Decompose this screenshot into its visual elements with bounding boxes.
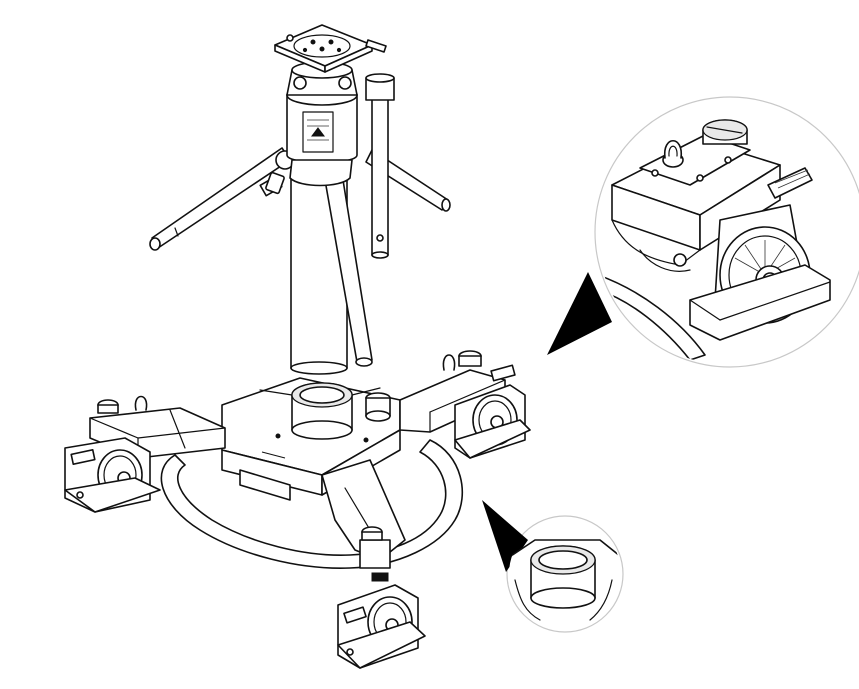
lower-callout-detail bbox=[509, 539, 621, 630]
mounting-plate bbox=[274, 24, 373, 67]
front-arm-label bbox=[371, 572, 389, 582]
zoom-eyebolt-loop bbox=[664, 140, 682, 159]
zoom-top-plate bbox=[639, 134, 751, 186]
right-brake-pedal bbox=[490, 364, 516, 382]
vertical-rod bbox=[371, 94, 389, 256]
head-label-plate bbox=[302, 111, 334, 153]
front-wheel-tray bbox=[337, 621, 426, 669]
tripod-head-assembly bbox=[149, 24, 451, 375]
upper-callout-pointer bbox=[547, 272, 612, 355]
left-eyebolt bbox=[134, 395, 148, 411]
front-arm-clamp bbox=[359, 539, 391, 569]
plate-lock-lever bbox=[365, 39, 387, 53]
dolly-base bbox=[64, 350, 531, 669]
hub-slot-plate bbox=[239, 469, 291, 501]
right-wheel-tray bbox=[454, 419, 531, 459]
tripod-leg-left bbox=[151, 147, 291, 249]
upper-callout-detail bbox=[597, 119, 831, 361]
leg-lock-knob bbox=[265, 171, 285, 195]
upper-callout-circle bbox=[547, 96, 859, 368]
left-brake-pedal bbox=[70, 449, 96, 465]
head-collar bbox=[289, 159, 353, 187]
right-eyebolt bbox=[442, 354, 456, 371]
front-brake-pedal bbox=[343, 606, 367, 624]
zoom-base-tray bbox=[689, 264, 831, 341]
zoom-handle-curve bbox=[597, 274, 706, 361]
dolly-tube-handle bbox=[160, 439, 463, 569]
lower-callout-circle bbox=[482, 500, 624, 633]
left-wheel-tray bbox=[64, 477, 161, 513]
